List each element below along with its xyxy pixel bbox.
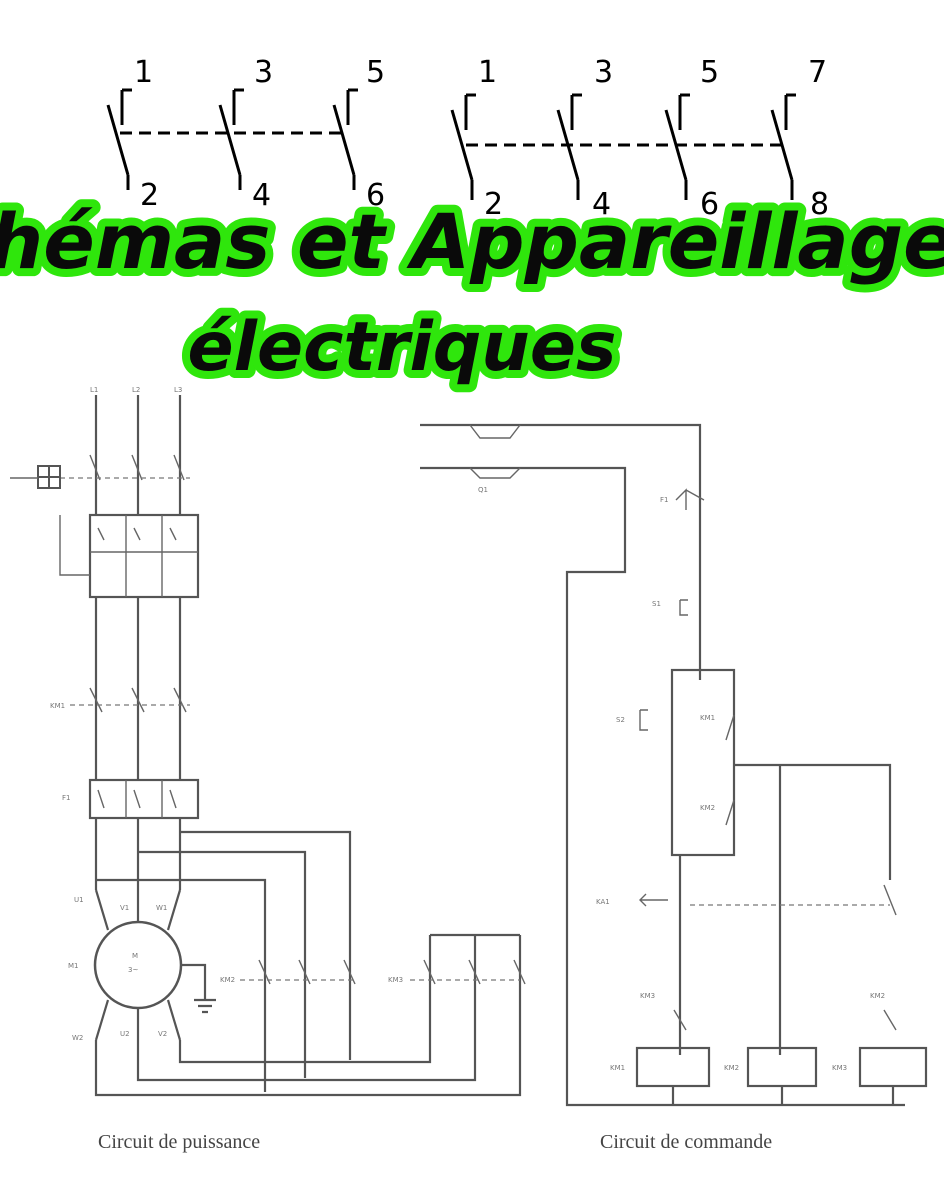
fuse-block	[88, 513, 200, 599]
svg-text:KM3: KM3	[832, 1064, 847, 1072]
caption-power-circuit: Circuit de puissance	[98, 1131, 260, 1153]
svg-text:KM2: KM2	[700, 804, 715, 812]
svg-text:L3: L3	[174, 386, 182, 394]
svg-text:KM1: KM1	[50, 702, 65, 710]
svg-text:KA1: KA1	[596, 898, 610, 906]
right-switch-top-label-5: 5	[700, 55, 719, 90]
svg-text:U2: U2	[120, 1030, 130, 1038]
svg-text:KM2: KM2	[724, 1064, 739, 1072]
title-line-2: électriques	[188, 308, 617, 387]
svg-text:V1: V1	[120, 904, 129, 912]
svg-text:Q1: Q1	[478, 486, 488, 494]
left-switch-bottom-label-6: 6	[366, 178, 385, 213]
four-pole-switch: 1 3 5 7 2 4 6 8	[450, 55, 829, 222]
svg-text:W1: W1	[156, 904, 167, 912]
svg-text:M1: M1	[68, 962, 79, 970]
right-switch-top-label-3: 3	[594, 55, 613, 90]
svg-text:L2: L2	[132, 386, 140, 394]
coil-km2	[746, 1046, 818, 1088]
right-switch-bottom-label-4: 4	[592, 187, 611, 222]
svg-text:L1: L1	[90, 386, 98, 394]
title-overlay: chémas et Appareillages électriques	[0, 189, 944, 395]
svg-text:S2: S2	[616, 716, 625, 724]
left-switch-top-label-5: 5	[366, 55, 385, 90]
svg-text:S1: S1	[652, 600, 661, 608]
handle-icon	[10, 465, 61, 489]
coil-km1	[635, 1046, 711, 1088]
svg-text:M: M	[132, 952, 138, 960]
start-block	[670, 668, 736, 857]
left-switch-top-label-1: 1	[134, 55, 153, 90]
coil-km3	[858, 1046, 928, 1088]
svg-text:KM3: KM3	[388, 976, 403, 984]
right-switch-bottom-label-8: 8	[810, 187, 829, 222]
svg-text:KM2: KM2	[220, 976, 235, 984]
motor-icon: M 3~	[93, 920, 183, 1010]
control-circuit: Q1 F1 S1 S2 KM1 KM2 KA1 KM2 KM3 KM1 KM2 …	[420, 423, 928, 1107]
svg-text:F1: F1	[660, 496, 668, 504]
svg-text:KM1: KM1	[700, 714, 715, 722]
left-switch-bottom-label-2: 2	[140, 178, 159, 213]
right-switch-top-label-1: 1	[478, 55, 497, 90]
svg-text:KM1: KM1	[610, 1064, 625, 1072]
svg-text:V2: V2	[158, 1030, 167, 1038]
svg-text:3~: 3~	[128, 966, 138, 974]
thermal-relay	[88, 778, 200, 820]
left-switch-bottom-label-4: 4	[252, 178, 271, 213]
left-switch-top-label-3: 3	[254, 55, 273, 90]
svg-text:W2: W2	[72, 1034, 83, 1042]
svg-text:U1: U1	[74, 896, 84, 904]
svg-text:KM3: KM3	[640, 992, 655, 1000]
right-switch-bottom-label-2: 2	[484, 187, 503, 222]
three-pole-switch: 1 3 5 2 4 6	[106, 55, 385, 213]
title-line-1: chémas et Appareillages	[0, 197, 944, 286]
right-switch-top-label-7: 7	[808, 55, 827, 90]
right-switch-bottom-label-6: 6	[700, 187, 719, 222]
caption-control-circuit: Circuit de commande	[600, 1131, 772, 1153]
svg-text:KM2: KM2	[870, 992, 885, 1000]
power-circuit: L1 L2 L3 KM1 F1	[10, 386, 526, 1097]
svg-text:F1: F1	[62, 794, 70, 802]
